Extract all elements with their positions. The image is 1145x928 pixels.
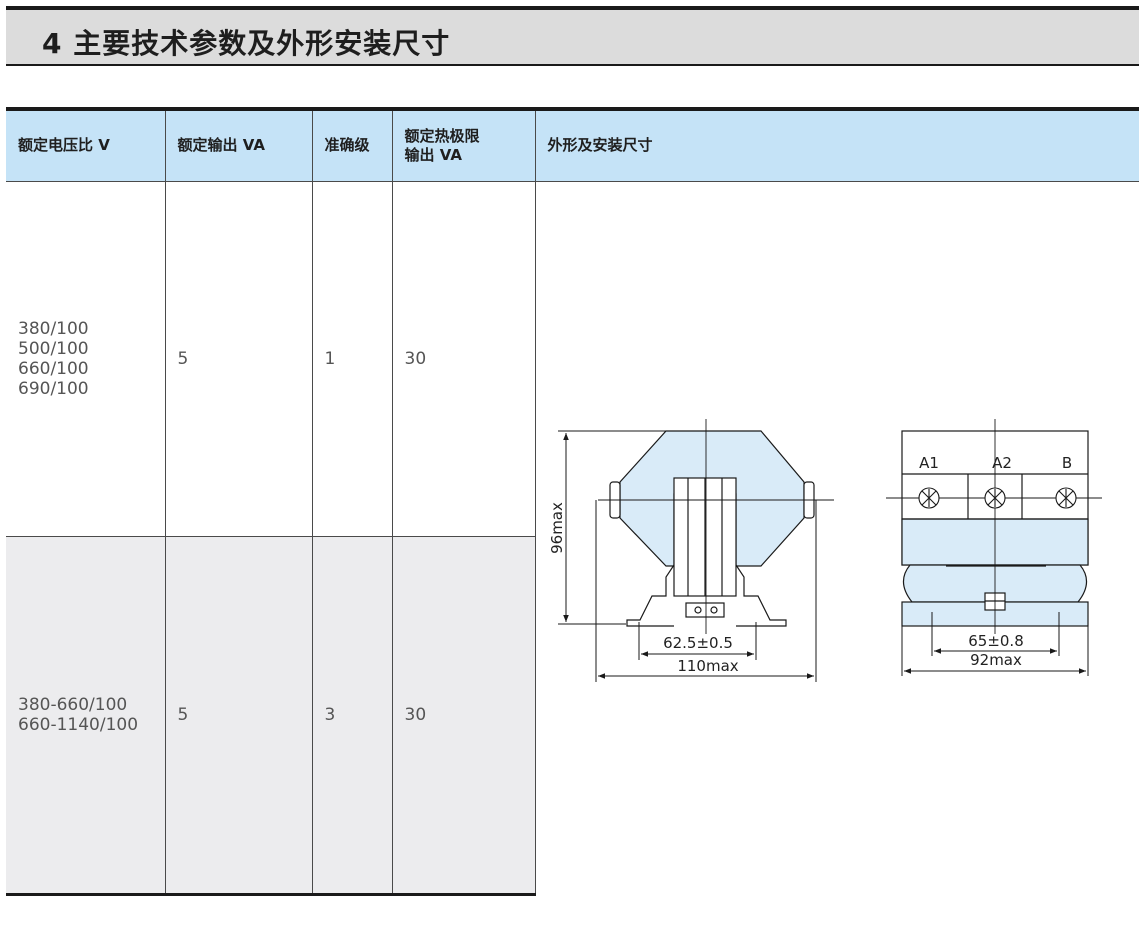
cell-thermal-limit: 30: [392, 535, 536, 897]
cell-rated-output: 5: [165, 180, 313, 537]
terminal-a2-label: A2: [992, 454, 1012, 472]
cell-voltage-ratios: 380/100 500/100 660/100 690/100: [6, 180, 166, 537]
front-width-label: 110max: [677, 657, 738, 675]
cell-dimension-drawing: 96max 62.5±0.5 110max: [535, 180, 1139, 895]
screw-icon: [693, 605, 702, 614]
screw-icon: [709, 605, 718, 614]
header-rated-output: 额定输出 VA: [165, 107, 313, 181]
header-thermal-line-2: 输出 VA: [404, 145, 462, 164]
section-title: 4 主要技术参数及外形安装尺寸: [42, 27, 451, 60]
ratio-value: 690/100: [18, 378, 89, 399]
cell-accuracy-class: 3: [312, 535, 393, 897]
terminal-a2-cross: [987, 488, 1002, 507]
height-dimension: [557, 430, 666, 624]
table-header-row: 额定电压比 V 额定输出 VA 准确级 额定热极限 输出 VA 外形及安装尺寸: [6, 107, 1139, 181]
nameplate: [684, 601, 725, 618]
front-hole-spacing-label: 62.5±0.5: [663, 634, 733, 652]
header-thermal-line-1: 额定热极限: [404, 126, 480, 145]
side-width-label: 92max: [970, 651, 1022, 669]
ratio-value: 660/100: [18, 358, 89, 379]
ratio-value: 380/100: [18, 318, 89, 339]
side-hole-spacing-dimension: [931, 611, 1059, 656]
ratio-value: 380-660/100: [18, 694, 128, 715]
terminal-a1-cross: [921, 488, 936, 507]
table-row: 380/100 500/100 660/100 690/100 5 1 30: [6, 180, 1139, 895]
section-header: 4 主要技术参数及外形安装尺寸: [6, 6, 1139, 66]
terminal-b-cross: [1058, 488, 1073, 507]
cell-thermal-limit: 30: [392, 180, 536, 537]
header-voltage-ratio: 额定电压比 V: [6, 107, 166, 181]
side-width-dimension: [901, 625, 1088, 676]
cell-rated-output: 5: [165, 535, 313, 897]
table-row: 380-660/100 660-1140/100 5 3 30: [6, 535, 1139, 897]
header-thermal-limit-output: 额定热极限 输出 VA: [392, 107, 536, 181]
header-accuracy-class: 准确级: [312, 107, 393, 181]
terminal-a2: [983, 486, 1006, 509]
side-hole-spacing-label: 65±0.8: [968, 632, 1024, 650]
header-dimensions: 外形及安装尺寸: [535, 107, 1139, 181]
height-dimension-label: 96max: [548, 502, 566, 554]
right-mounting-foot: [735, 564, 787, 627]
ratio-value: 500/100: [18, 338, 89, 359]
cell-accuracy-class: 1: [312, 180, 393, 537]
front-width-dimension: [595, 499, 816, 682]
ratio-value: 660-1140/100: [18, 714, 139, 735]
cell-voltage-ratios: 380-660/100 660-1140/100: [6, 535, 166, 897]
dimension-drawing: 96max 62.5±0.5 110max: [548, 418, 1102, 682]
left-mounting-foot: [625, 564, 674, 627]
terminal-b-label: B: [1061, 454, 1071, 472]
terminal-a1: [917, 486, 940, 509]
terminal-b: [1054, 486, 1077, 509]
front-view: [608, 429, 815, 627]
terminal-a1-label: A1: [919, 454, 939, 472]
spec-table: 额定电压比 V 额定输出 VA 准确级 额定热极限 输出 VA 外形及安装尺寸 …: [6, 107, 1139, 897]
front-hole-spacing-dimension: [638, 621, 756, 660]
